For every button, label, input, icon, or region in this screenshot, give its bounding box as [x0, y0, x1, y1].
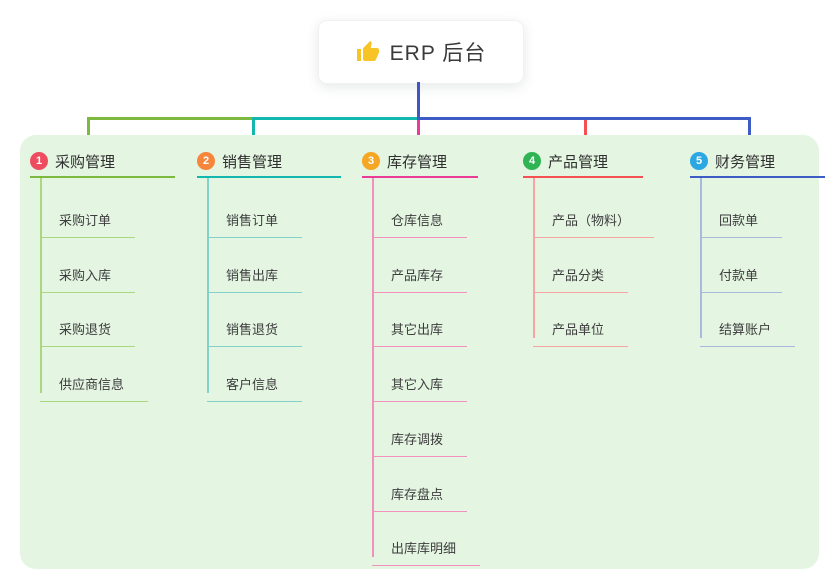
drop-line-finance: [748, 117, 751, 148]
branch-header-finance[interactable]: 5 财务管理: [690, 146, 825, 178]
child-node[interactable]: 采购入库: [40, 250, 136, 293]
branch-spine: [533, 178, 535, 338]
drop-line-inventory: [417, 120, 420, 148]
bus-segment-purchase: [87, 117, 254, 120]
branch-label: 销售管理: [222, 153, 283, 171]
child-node[interactable]: 产品分类: [533, 250, 629, 293]
drop-line-purchase: [87, 117, 90, 148]
branch-spine: [40, 178, 42, 393]
child-node[interactable]: 供应商信息: [40, 359, 149, 402]
child-node[interactable]: 其它入库: [372, 359, 468, 402]
child-node[interactable]: 结算账户: [700, 304, 796, 347]
branch-header-inventory[interactable]: 3 库存管理: [362, 146, 478, 178]
child-node[interactable]: 客户信息: [207, 359, 303, 402]
branch-spine: [372, 178, 374, 557]
branch-header-sales[interactable]: 2 销售管理: [197, 146, 341, 178]
root-connector-line: [417, 82, 420, 120]
child-node[interactable]: 产品库存: [372, 250, 468, 293]
child-node[interactable]: 仓库信息: [372, 195, 468, 238]
child-node[interactable]: 回款单: [700, 195, 783, 238]
drop-line-product: [584, 120, 587, 148]
child-node[interactable]: 产品（物料）: [533, 195, 655, 238]
child-node[interactable]: 产品单位: [533, 304, 629, 347]
branch-label: 采购管理: [55, 153, 116, 171]
badge-4: 4: [523, 152, 541, 170]
bus-segment-finance: [417, 117, 751, 120]
child-node[interactable]: 出库库明细: [372, 523, 481, 566]
child-node[interactable]: 采购订单: [40, 195, 136, 238]
child-node[interactable]: 付款单: [700, 250, 783, 293]
bus-segment-sales: [252, 117, 419, 120]
child-node[interactable]: 库存盘点: [372, 469, 468, 512]
branch-header-purchase[interactable]: 1 采购管理: [30, 146, 175, 178]
root-node[interactable]: ERP 后台: [318, 20, 524, 84]
child-node[interactable]: 采购退货: [40, 304, 136, 347]
child-node[interactable]: 其它出库: [372, 304, 468, 347]
drop-line-sales: [252, 117, 255, 148]
badge-3: 3: [362, 152, 380, 170]
branch-label: 财务管理: [715, 153, 776, 171]
badge-5: 5: [690, 152, 708, 170]
branches-panel: [20, 135, 819, 569]
branch-spine: [207, 178, 209, 393]
child-node[interactable]: 库存调拨: [372, 414, 468, 457]
badge-2: 2: [197, 152, 215, 170]
branch-header-product[interactable]: 4 产品管理: [523, 146, 643, 178]
branch-spine: [700, 178, 702, 338]
child-node[interactable]: 销售退货: [207, 304, 303, 347]
branch-label: 产品管理: [548, 153, 609, 171]
thumbs-up-icon: [356, 40, 380, 64]
root-label: ERP 后台: [389, 42, 487, 65]
branch-label: 库存管理: [387, 153, 448, 171]
child-node[interactable]: 销售出库: [207, 250, 303, 293]
badge-1: 1: [30, 152, 48, 170]
child-node[interactable]: 销售订单: [207, 195, 303, 238]
